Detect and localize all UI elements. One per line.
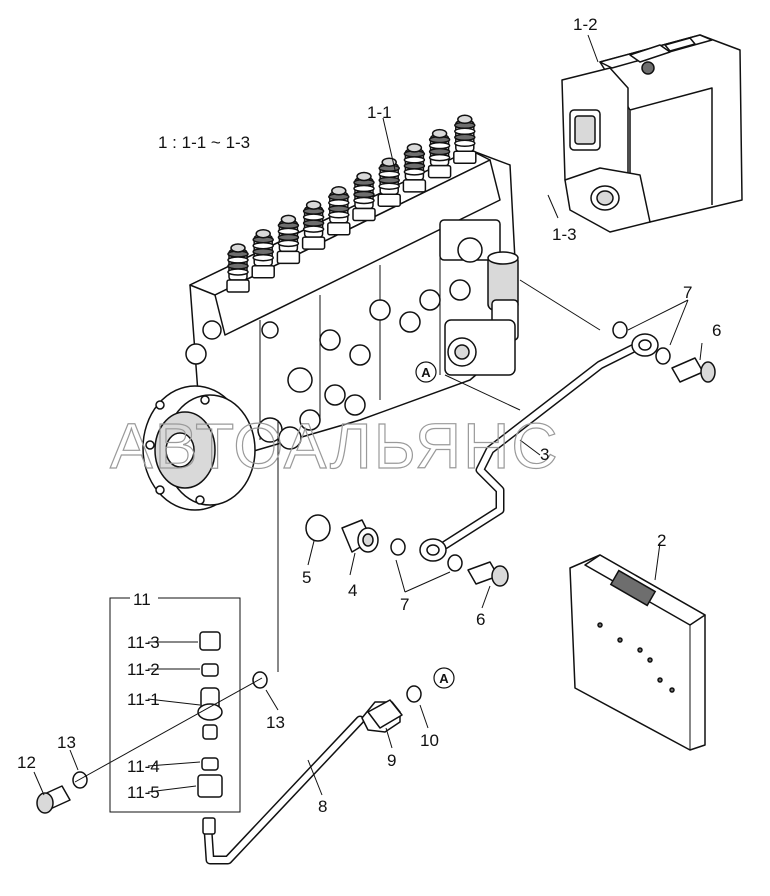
ref-marker-lower: A <box>433 667 455 689</box>
delivery-valve-holder <box>402 143 427 193</box>
label-7-upper: 7 <box>683 283 692 302</box>
fuel-pipe-3 <box>419 333 659 562</box>
label-6-lower: 6 <box>476 610 485 629</box>
ref-marker-lower-text: A <box>439 671 449 686</box>
leader-lines <box>33 34 703 796</box>
label-12: 12 <box>17 753 36 772</box>
label-1-1: 1-1 <box>367 103 392 122</box>
drive-flange <box>142 385 256 511</box>
watermark: АВТОАЛЬЯНС <box>110 410 560 482</box>
label-4: 4 <box>348 581 357 600</box>
delivery-valve-holder <box>427 128 452 179</box>
ref-marker-upper: A <box>415 361 437 383</box>
governor-housing <box>561 34 743 233</box>
label-11-2: 11-2 <box>127 660 160 679</box>
delivery-valve-holder <box>352 171 376 222</box>
label-11-3: 11-3 <box>127 633 160 652</box>
banjo-bolt-6-lower <box>467 561 509 587</box>
washer-10 <box>406 685 422 703</box>
delivery-valve-holder <box>251 228 275 279</box>
delivery-valve-holder <box>276 214 301 265</box>
label-6-upper: 6 <box>712 321 721 340</box>
label-9: 9 <box>387 751 396 770</box>
connector-9 <box>367 699 403 729</box>
label-11: 11 <box>133 590 151 609</box>
label-7-lower: 7 <box>400 595 409 614</box>
delivery-valve-holder <box>377 157 401 207</box>
washer-13-left <box>72 771 88 789</box>
delivery-valve-holder <box>327 186 351 236</box>
fuel-pipe-8 <box>202 701 401 865</box>
label-11-5: 11-5 <box>127 783 160 802</box>
ratio-note: 1 : 1-1 ~ 1-3 <box>158 133 250 152</box>
delivery-valve-holder <box>453 114 477 165</box>
connector-4 <box>341 519 379 553</box>
label-5: 5 <box>302 568 311 587</box>
label-3: 3 <box>540 445 549 464</box>
banjo-bolt-12 <box>36 785 71 814</box>
label-2: 2 <box>657 531 666 550</box>
washer-5 <box>305 514 331 542</box>
washers-7 <box>390 321 671 572</box>
label-1-2: 1-2 <box>573 15 598 34</box>
label-1-3: 1-3 <box>552 225 577 244</box>
ref-marker-upper-text: A <box>421 365 431 380</box>
washer-13-right <box>252 671 268 689</box>
label-11-4: 11-4 <box>127 757 160 776</box>
delivery-valve-holder <box>226 243 250 293</box>
assembly-11-box <box>109 597 241 813</box>
label-13-left: 13 <box>57 733 76 752</box>
control-unit-2 <box>569 554 706 751</box>
label-10: 10 <box>420 731 439 750</box>
delivery-valve-holder <box>301 200 326 250</box>
label-11-1: 11-1 <box>127 690 160 709</box>
label-13-right: 13 <box>266 713 285 732</box>
banjo-bolt-6-upper <box>671 357 716 383</box>
delivery-valve-row <box>226 114 477 293</box>
label-8: 8 <box>318 797 327 816</box>
